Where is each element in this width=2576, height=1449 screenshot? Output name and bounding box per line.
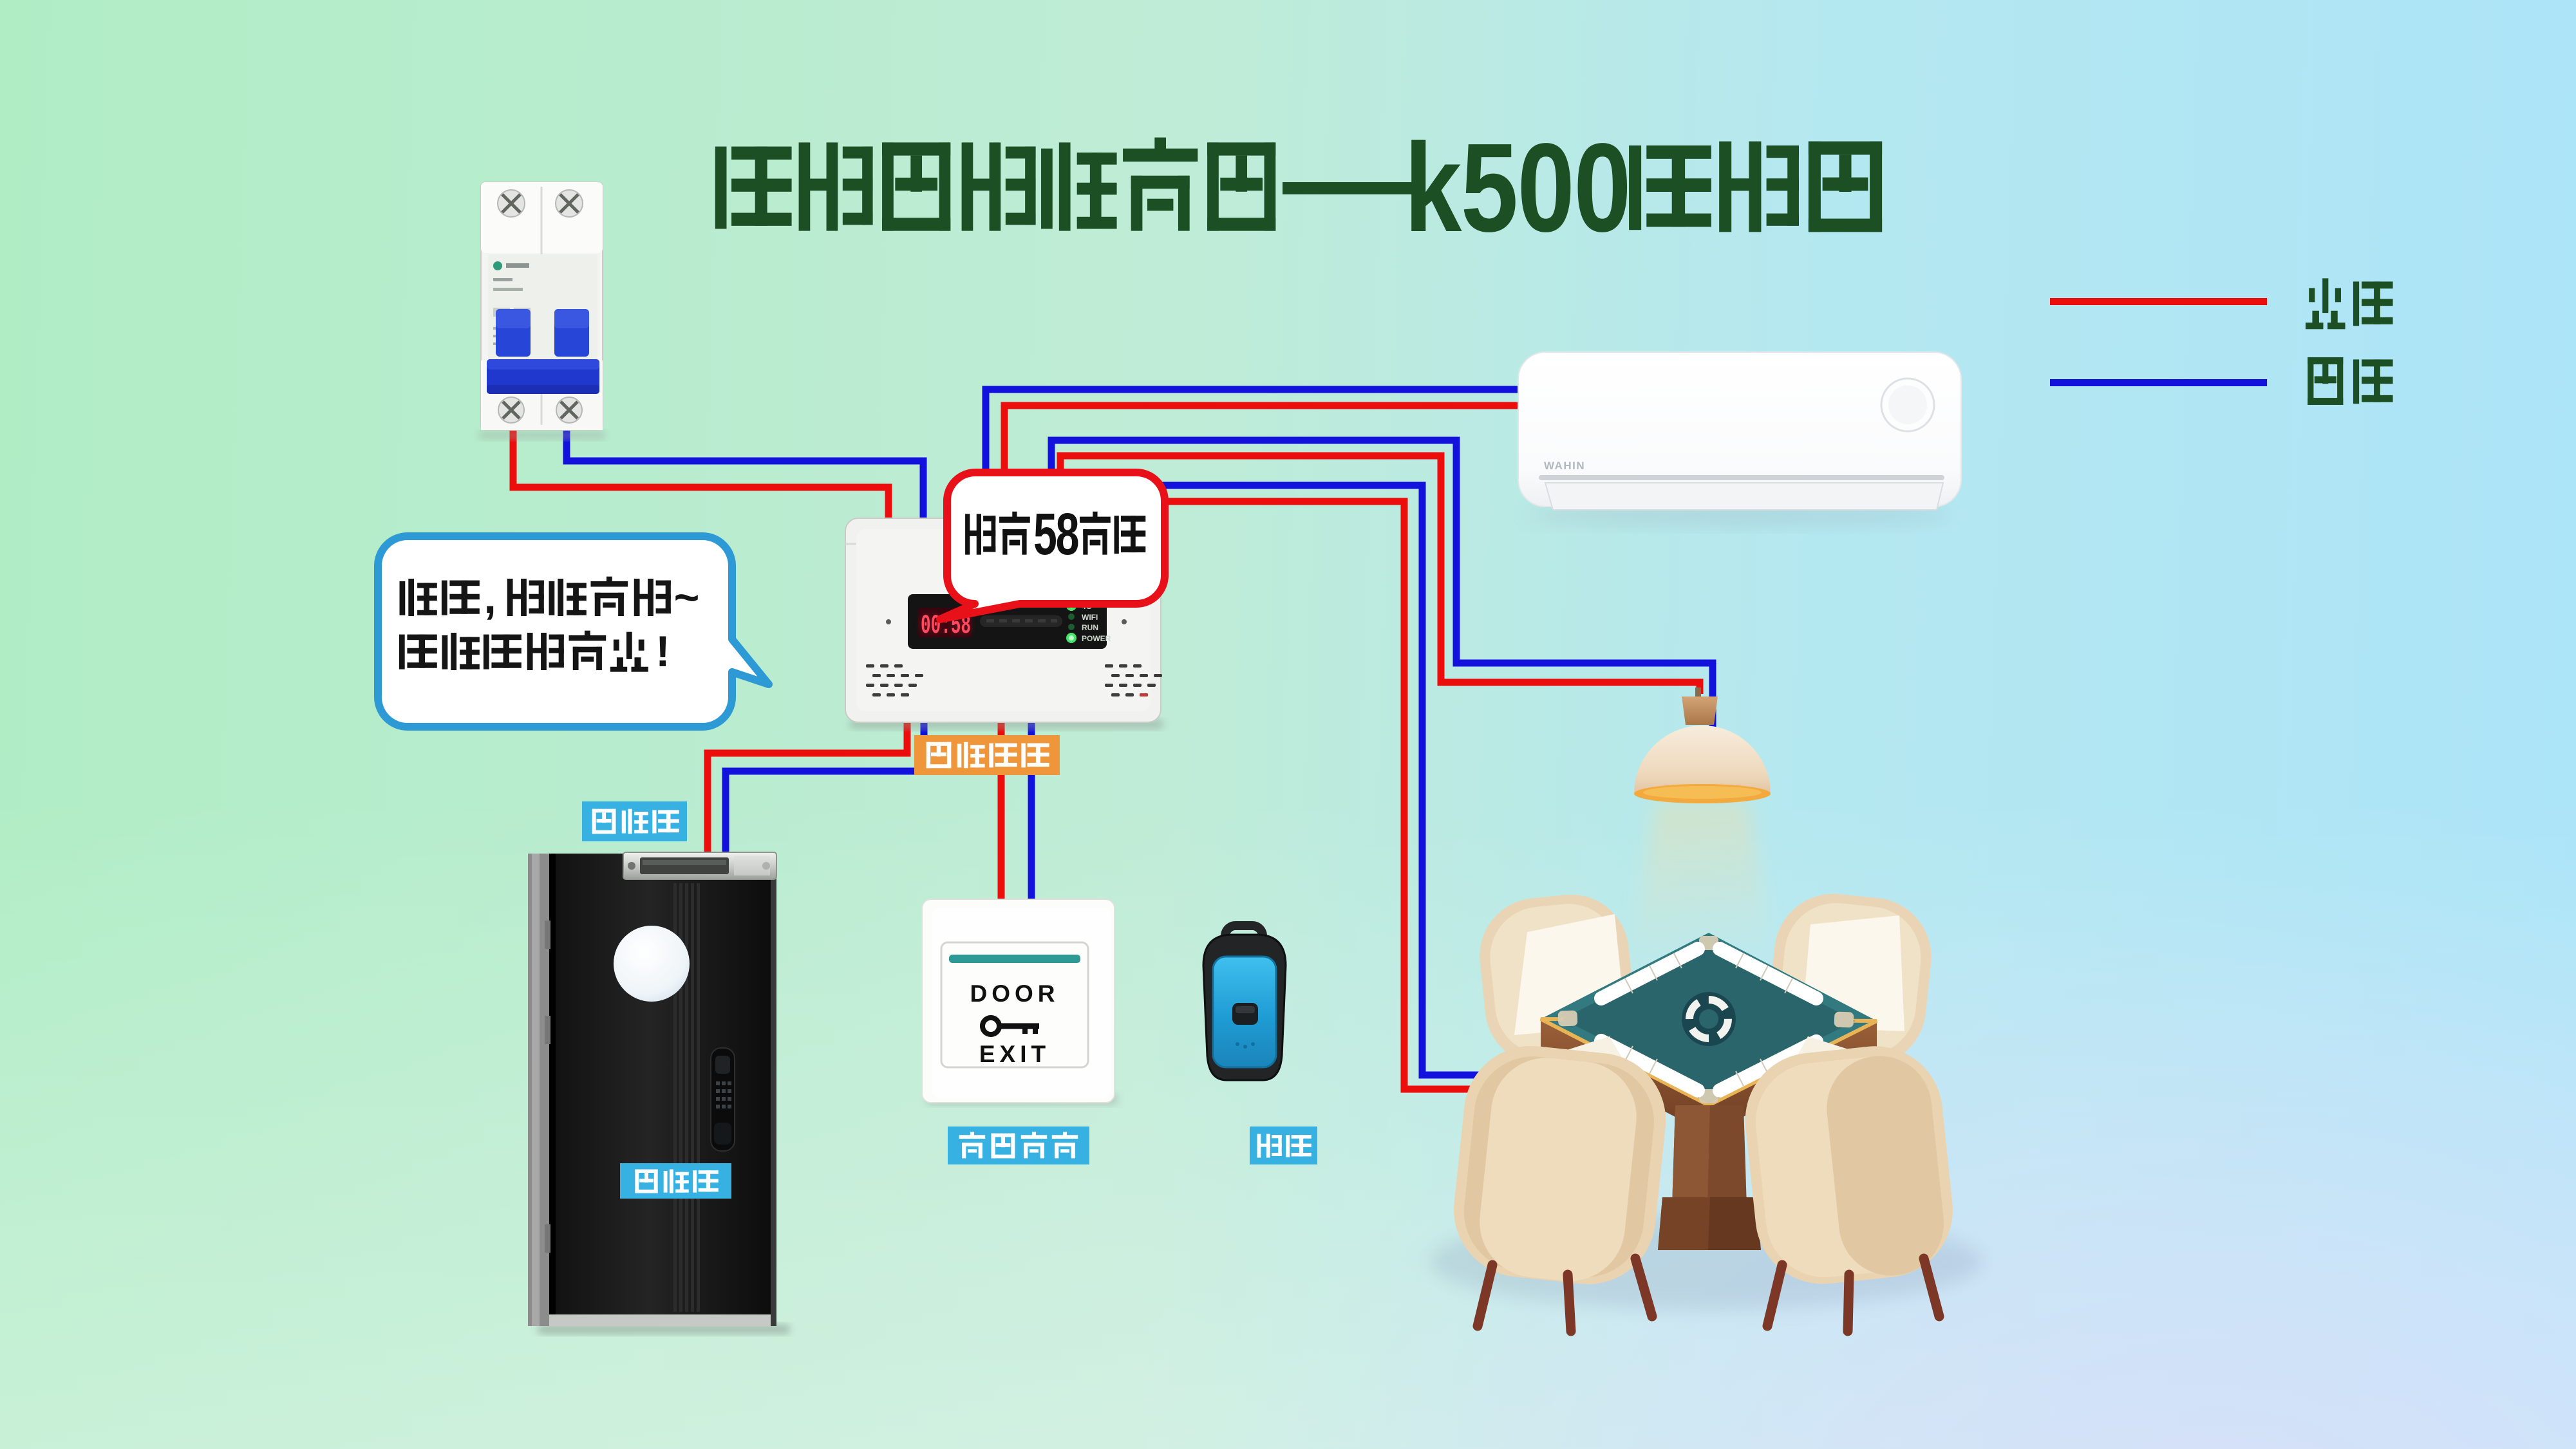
- svg-text:WAHIN: WAHIN: [1544, 460, 1585, 472]
- svg-text:POWER: POWER: [1082, 634, 1111, 643]
- svg-text:EXIT: EXIT: [979, 1041, 1050, 1067]
- svg-text:WIFI: WIFI: [1082, 613, 1098, 622]
- svg-text:DOOR: DOOR: [970, 980, 1060, 1007]
- svg-text:RUN: RUN: [1082, 623, 1098, 632]
